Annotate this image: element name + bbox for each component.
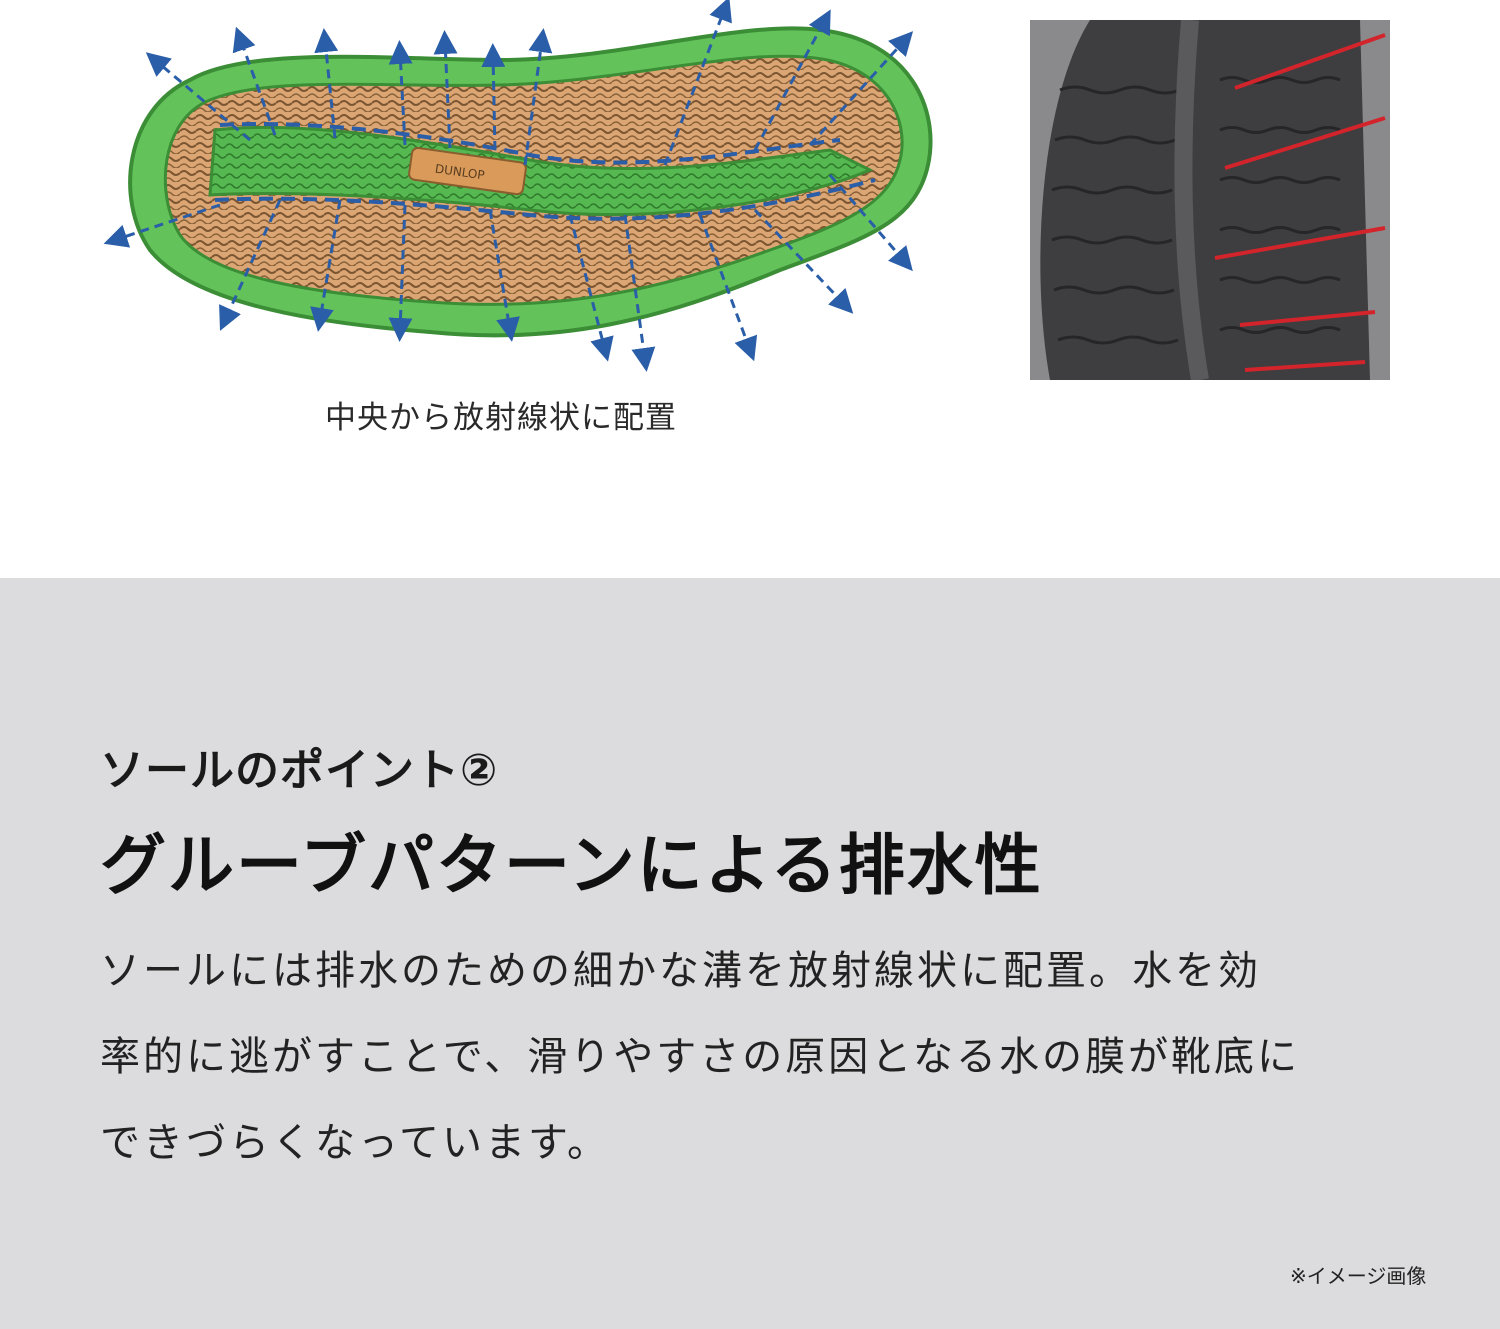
body-line: できづらくなっています。 [100, 1120, 610, 1166]
section-subheading: ソールのポイント② [100, 745, 499, 796]
sole-photo [1030, 20, 1390, 380]
sole-logo-text: DUNLOP [434, 162, 485, 183]
section-heading: グルーブパターンによる排水性 [100, 827, 1043, 904]
image-note: ※イメージ画像 [1290, 1264, 1427, 1288]
description-panel: ソールのポイント② グルーブパターンによる排水性 ソールには排水のための細かな溝… [0, 578, 1500, 1329]
sole-tread-diagram: DUNLOP [103, 0, 933, 372]
figure-area: DUNLOP 中央から放射線状に配置 [0, 0, 1500, 578]
body-line: ソールには排水のための細かな溝を放射線状に配置。水を効 [100, 948, 1261, 994]
section-body: ソールには排水のための細かな溝を放射線状に配置。水を効 率的に逃がすことで、滑り… [100, 928, 1410, 1186]
body-line: 率的に逃がすことで、滑りやすさの原因となる水の膜が靴底に [100, 1034, 1300, 1080]
figure-caption: 中央から放射線状に配置 [325, 400, 677, 436]
